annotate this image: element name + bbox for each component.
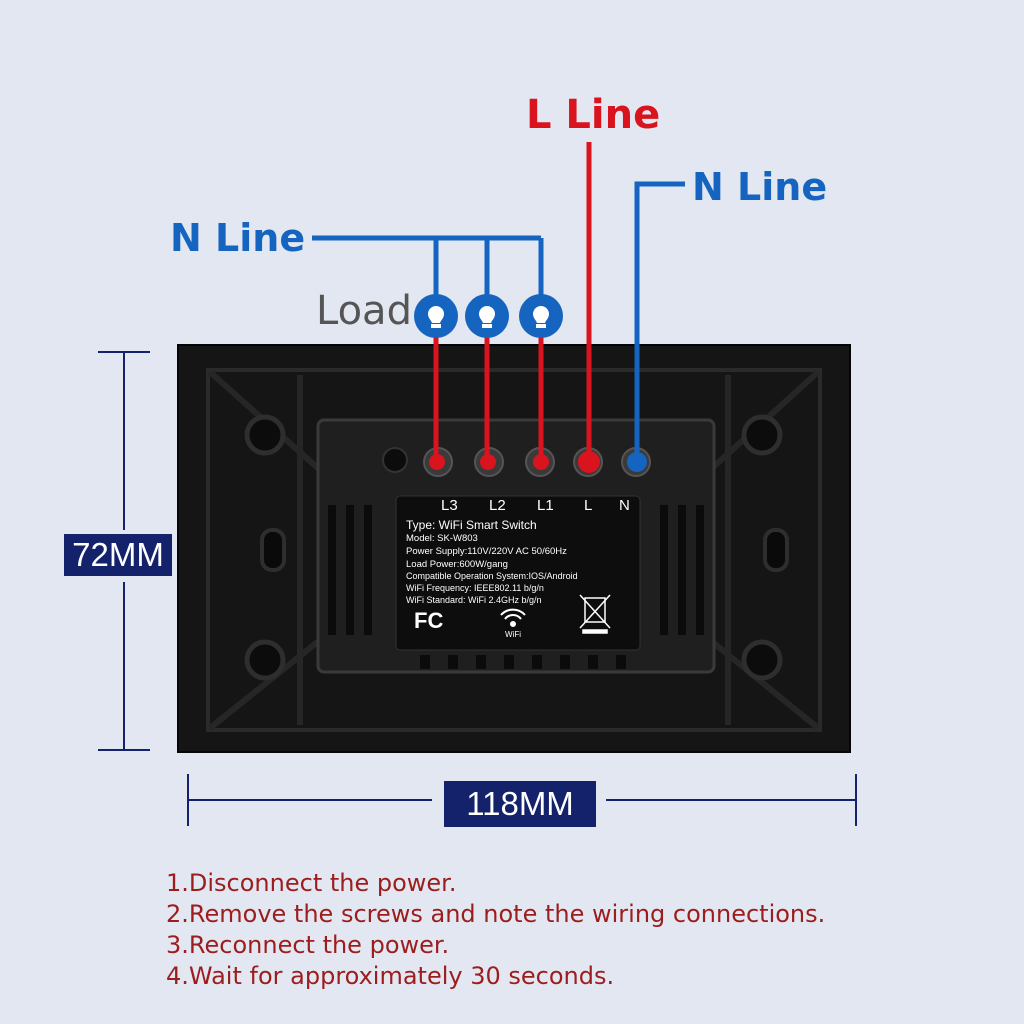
instruction-step: 1.Disconnect the power. [166, 869, 457, 897]
instruction-step: 4.Wait for approximately 30 seconds. [166, 962, 615, 990]
l-line-label: L Line [526, 92, 661, 138]
sticker-load-power: Load Power:600W/gang [406, 559, 508, 570]
device-sticker [395, 495, 641, 651]
bulb-icon [519, 294, 563, 338]
bulb-icon [414, 294, 458, 338]
bulb-icon [465, 294, 509, 338]
wifi-icon [500, 608, 526, 627]
instruction-step: 2.Remove the screws and note the wiring … [166, 900, 826, 928]
instructions-list: 1.Disconnect the power. 2.Remove the scr… [166, 868, 825, 992]
n-line-label-right: N Line [692, 165, 828, 209]
terminal-label-l: L [584, 497, 593, 514]
wifi-logo-text: WiFi [505, 630, 521, 639]
terminal-label-n: N [619, 497, 630, 514]
sticker-compatible: Compatible Operation System:IOS/Android [406, 571, 578, 581]
terminal-label-l2: L2 [489, 497, 506, 514]
sticker-model: Model: SK-W803 [406, 533, 478, 544]
instruction-step: 3.Reconnect the power. [166, 931, 450, 959]
sticker-power-supply: Power Supply:110V/220V AC 50/60Hz [406, 546, 567, 557]
n-line-label-left: N Line [170, 216, 306, 260]
weee-bin-icon [579, 594, 611, 634]
sticker-type: Type: WiFi Smart Switch [406, 518, 537, 532]
sticker-wifi-standard: WiFi Standard: WiFi 2.4GHz b/g/n [406, 595, 542, 605]
terminal-label-l3: L3 [441, 497, 458, 514]
load-label: Load [316, 288, 412, 334]
terminal-label-l1: L1 [537, 497, 554, 514]
height-dimension: 72MM [64, 534, 172, 576]
fcc-logo: FC [414, 608, 444, 633]
sticker-wifi-frequency: WiFi Frequency: IEEE802.11 b/g/n [406, 583, 544, 593]
width-dimension: 118MM [444, 781, 596, 827]
n-wire [634, 181, 685, 462]
